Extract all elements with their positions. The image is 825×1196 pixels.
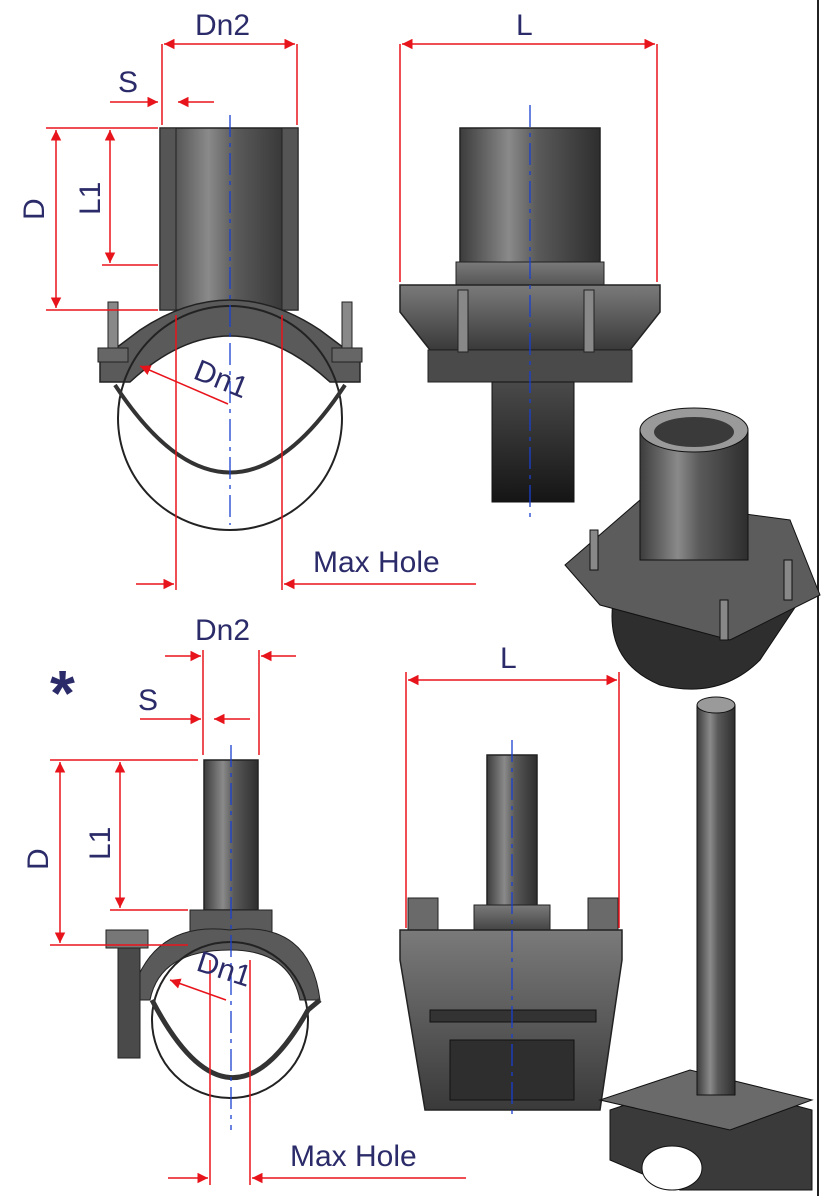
top-socket-wall-right: [281, 127, 299, 311]
top-dim-dn1-leader: [139, 365, 229, 405]
bottom-main-pipe-outline: [151, 941, 309, 1099]
bottom-3d-spigot-rim: [696, 696, 736, 714]
bottom-front-view: L: [399, 642, 623, 1120]
bottom-3d-pipe-hole: [641, 1145, 703, 1191]
top-bolt-right: [341, 301, 353, 351]
top-front-pipe-stub: [491, 381, 575, 503]
bottom-3d-spigot: [696, 704, 736, 1096]
bottom-front-terminal-left: [407, 897, 439, 934]
top-front-view: L: [399, 9, 661, 520]
top-label-max-hole: Max Hole: [313, 546, 440, 579]
bottom-label-max-hole: Max Hole: [290, 1140, 417, 1173]
top-3d-bolt-3: [783, 559, 793, 601]
top-label-dn2: Dn2: [195, 9, 250, 42]
top-label-dn1: Dn1: [189, 354, 252, 405]
top-label-d: D: [18, 198, 51, 220]
bottom-label-l1: L1: [84, 827, 117, 860]
top-socket-pipe: [159, 127, 299, 311]
bottom-saddle-body: [129, 928, 321, 1001]
top-3d-bolt-1: [589, 529, 599, 571]
bottom-label-d: D: [22, 848, 55, 870]
top-3d-pipe-bore: [654, 417, 734, 447]
top-front-bolt-left: [457, 289, 469, 353]
bottom-label-s: S: [138, 684, 158, 717]
top-socket-wall-left: [159, 127, 177, 311]
bottom-front-clamp-band: [429, 1009, 597, 1023]
top-label-s: S: [118, 66, 138, 99]
bottom-product-3d: [598, 696, 814, 1191]
bottom-label-l: L: [500, 642, 517, 675]
top-label-l1: L1: [74, 182, 107, 215]
bottom-clamp-bolt: [117, 947, 141, 1059]
top-3d-bolt-2: [719, 599, 729, 641]
bottom-section-view: Dn2 S D L1 Dn1 Max Hole: [22, 614, 466, 1185]
bottom-front-terminal-right: [587, 897, 619, 934]
bottom-3d-top-face: [598, 1069, 814, 1131]
top-nut-right: [331, 347, 363, 363]
bottom-label-dn2: Dn2: [195, 614, 250, 647]
top-saddle-body: [99, 299, 361, 383]
top-nut-left: [97, 347, 129, 363]
bottom-dim-dn1-leader: [169, 978, 227, 1001]
bottom-asterisk-marker: *: [50, 657, 75, 729]
top-bolt-left: [107, 301, 119, 351]
top-product-3d: [564, 407, 821, 690]
top-front-bolt-right: [583, 289, 595, 353]
bottom-lower-strap: [149, 998, 322, 1081]
bottom-label-dn1: Dn1: [193, 945, 256, 993]
top-label-l: L: [516, 9, 533, 42]
